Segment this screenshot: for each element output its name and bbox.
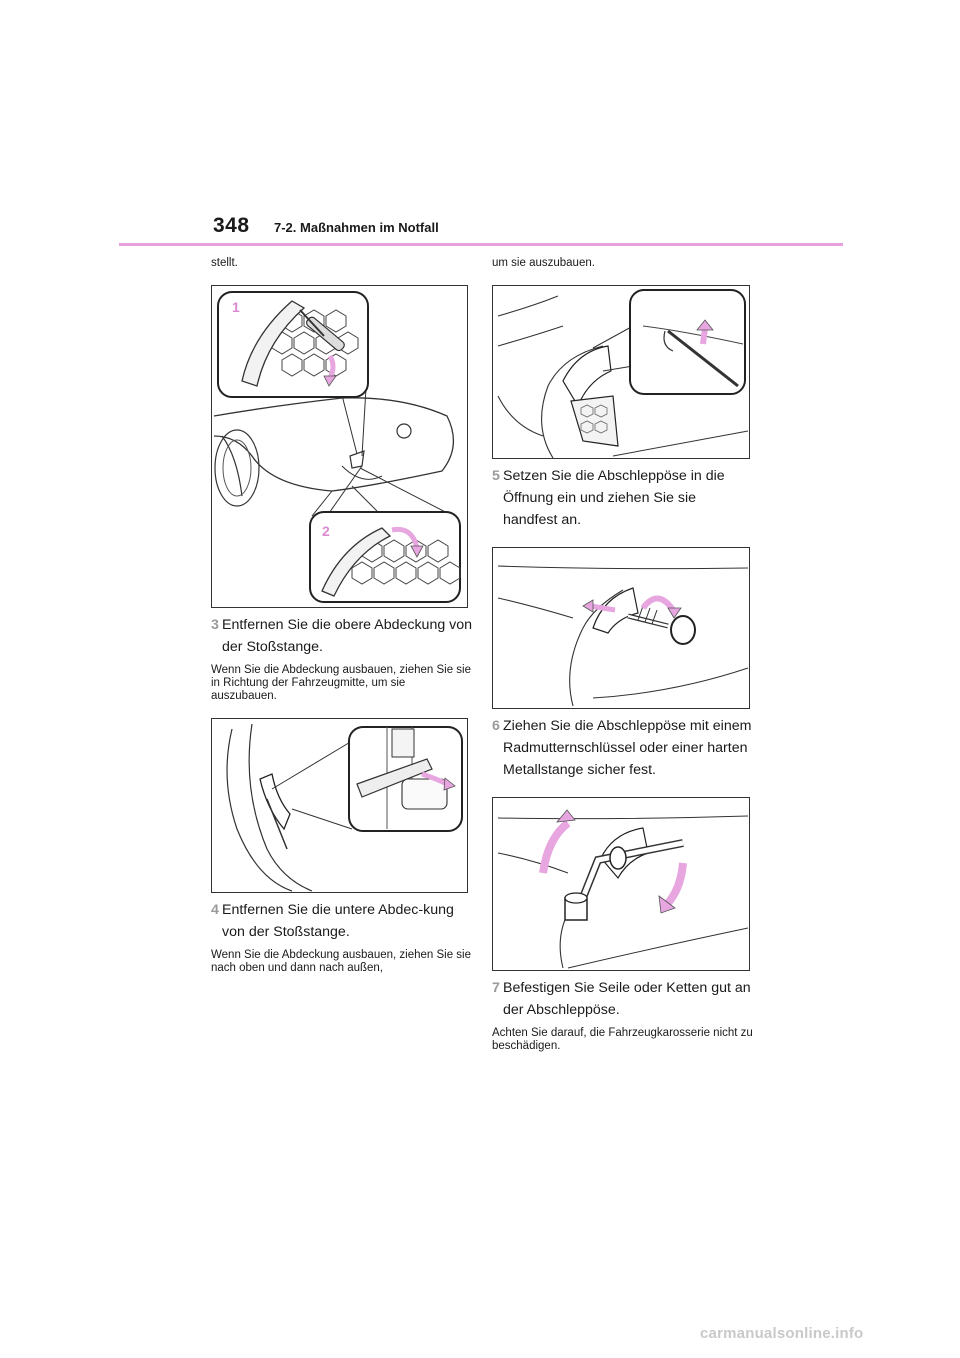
step-number: 5: [492, 468, 500, 484]
figure-upper-cover-removal: [211, 718, 468, 893]
step-number: 7: [492, 980, 500, 996]
header-rule: [119, 243, 843, 246]
footer-watermark: carmanualsonline.info: [700, 1325, 864, 1342]
step-text: Entfernen Sie die untere Abdec-kung von …: [222, 902, 454, 940]
page-number: 348: [213, 214, 250, 237]
step-6: 6 Ziehen Sie die Abschleppöse mit einem …: [492, 715, 754, 781]
figure-tighten-tow-eye: [492, 797, 750, 971]
step-text: Ziehen Sie die Abschleppöse mit einem Ra…: [503, 718, 752, 778]
insert-tow-eye-illustration: [497, 565, 749, 707]
right-column: um sie auszubauen. 5 Setzen Sie die Absc…: [492, 255, 754, 1053]
intro-continuation: stellt.: [211, 257, 238, 269]
lower-cover-illustration: [497, 289, 749, 458]
step-3: 3 Entfernen Sie die obere Abdeckung von …: [211, 614, 473, 658]
step-4: 4 Entfernen Sie die untere Abdec-kung vo…: [211, 899, 473, 943]
upper-cover-illustration: [226, 723, 463, 892]
step-text: Setzen Sie die Abschleppöse in die Öffnu…: [503, 468, 725, 528]
step-text: Befestigen Sie Seile oder Ketten gut an …: [503, 980, 751, 1018]
step-7: 7 Befestigen Sie Seile oder Ketten gut a…: [492, 977, 754, 1021]
step-7-note: Achten Sie darauf, die Fahrzeugkarosseri…: [492, 1027, 753, 1052]
step-4-note: Wenn Sie die Abdeckung ausbauen, ziehen …: [211, 949, 472, 974]
note-continuation: um sie auszubauen.: [492, 257, 595, 269]
figure-grille-removal: 1 2: [211, 285, 468, 608]
step-number: 3: [211, 617, 219, 633]
tighten-tow-eye-illustration: [497, 809, 749, 969]
step-number: 4: [211, 902, 219, 918]
step-5: 5 Setzen Sie die Abschleppöse in die Öff…: [492, 465, 754, 531]
grille-removal-illustration: 1 2: [213, 291, 461, 603]
step-text: Entfernen Sie die obere Abdeckung von de…: [222, 617, 473, 655]
callout-label-1: 1: [232, 299, 240, 315]
step-3-note: Wenn Sie die Abdeckung ausbauen, ziehen …: [211, 664, 472, 702]
callout-label-2: 2: [322, 523, 330, 539]
figure-lower-cover-removal: [492, 285, 750, 459]
section-title: 7-2. Maßnahmen im Notfall: [274, 220, 439, 235]
figure-insert-tow-eye: [492, 547, 750, 709]
left-column: stellt.: [211, 255, 473, 975]
step-number: 6: [492, 718, 500, 734]
